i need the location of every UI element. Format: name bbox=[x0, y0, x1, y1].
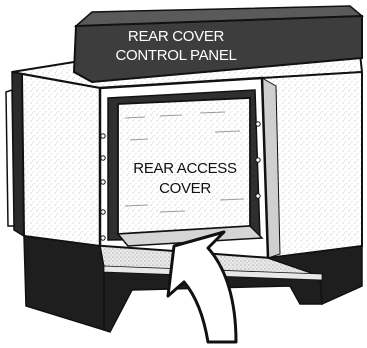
left-side-face bbox=[22, 74, 100, 246]
access-cover-label-line1: REAR ACCESS bbox=[133, 160, 237, 177]
base-left bbox=[24, 236, 104, 330]
control-panel-label-line1: REAR COVER bbox=[128, 28, 225, 45]
access-cover-label-line2: COVER bbox=[159, 180, 211, 197]
left-edge-trim bbox=[6, 90, 14, 226]
control-panel-label-line2: CONTROL PANEL bbox=[115, 47, 236, 64]
